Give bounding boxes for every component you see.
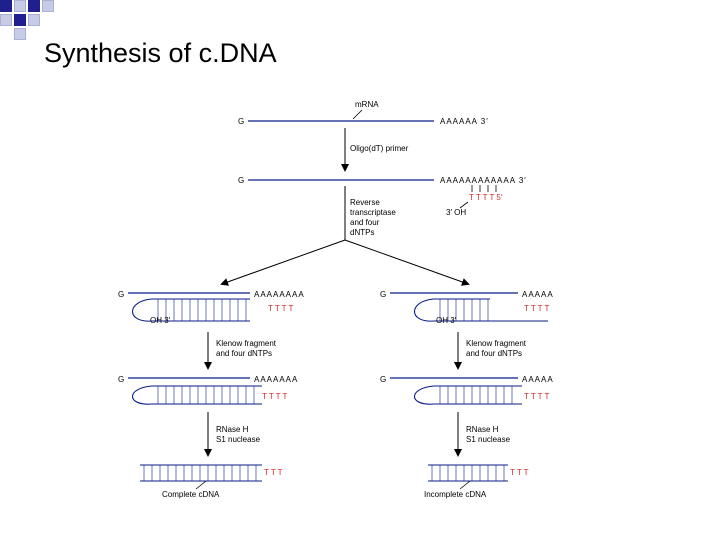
- left-poly-a-1: AAAAAAAA: [254, 290, 305, 299]
- mrna-pointer: [352, 109, 363, 120]
- left-klenow-1: Klenow fragment: [216, 339, 277, 348]
- right-hairpin-1: [414, 298, 548, 322]
- left-ttt-1: T T T T: [268, 304, 293, 313]
- left-final-ttt: T T T: [264, 468, 283, 477]
- three-oh-label: 3′ OH: [446, 208, 466, 217]
- g-label-right-1: G: [380, 290, 386, 299]
- right-klenow-1: Klenow fragment: [466, 339, 527, 348]
- left-hairpin-1: [132, 298, 250, 322]
- left-klenow-2: and four dNTPs: [216, 349, 272, 358]
- g-label-left-2: G: [118, 375, 124, 384]
- left-final-bonds: [143, 465, 257, 481]
- decor-square-3: [0, 14, 12, 26]
- primer-ttt: T T T T 5′: [469, 193, 503, 202]
- decor-square-1: [0, 0, 12, 12]
- branch-right: [344, 239, 470, 286]
- primer-bonds: [471, 185, 497, 192]
- right-rnase-2: S1 nuclease: [466, 435, 511, 444]
- right-final-ttt: T T T: [510, 468, 529, 477]
- g-label-left-1: G: [118, 290, 124, 299]
- rt-line-3: and four: [350, 218, 380, 227]
- decor-square-2: [14, 0, 26, 12]
- right-oh-1: OH 3′: [436, 316, 457, 325]
- complete-pointer: [195, 480, 207, 490]
- primer-pointer: [459, 201, 469, 209]
- rt-line-2: transcriptase: [350, 208, 396, 217]
- decor-square-7: [28, 0, 40, 12]
- left-oh-1: OH 3′: [150, 316, 171, 325]
- decor-square-6: [42, 0, 54, 12]
- left-hairpin-2: [132, 385, 262, 405]
- left-final-cdna: [140, 464, 262, 482]
- rt-line-1: Reverse: [350, 198, 380, 207]
- left-rnase-1: RNase H: [216, 425, 249, 434]
- poly-a-label-2: AAAAAAAAAAAA 3′: [440, 176, 527, 185]
- branch-left: [220, 239, 346, 286]
- incomplete-cdna-label: Incomplete cDNA: [424, 490, 487, 499]
- g-label-right-2: G: [380, 375, 386, 384]
- rt-line-4: dNTPs: [350, 228, 374, 237]
- right-bonds-1: [439, 299, 489, 321]
- incomplete-pointer: [459, 480, 471, 490]
- left-bonds-2: [157, 386, 255, 404]
- complete-cdna-label: Complete cDNA: [162, 490, 220, 499]
- right-final-bonds: [431, 465, 505, 481]
- right-ttt-2: T T T T: [524, 392, 549, 401]
- decor-square-4: [14, 14, 26, 26]
- right-bonds-2: [439, 386, 513, 404]
- left-bonds-1: [157, 299, 247, 321]
- mrna-label: mRNA: [355, 100, 379, 109]
- right-poly-a-1: AAAAA: [522, 290, 554, 299]
- poly-a-label-1: AAAAAA 3′: [440, 117, 489, 126]
- oligo-label: Oligo(dT) primer: [350, 144, 409, 153]
- right-rnase-1: RNase H: [466, 425, 499, 434]
- decor-square-8: [14, 28, 26, 40]
- g-label-2: G: [238, 176, 244, 185]
- g-label-1: G: [238, 117, 244, 126]
- left-poly-a-2: AAAAAAA: [254, 375, 298, 384]
- right-poly-a-2: AAAAA: [522, 375, 554, 384]
- right-final-cdna: [428, 464, 508, 482]
- decor-square-5: [28, 14, 40, 26]
- left-rnase-2: S1 nuclease: [216, 435, 261, 444]
- slide-title: Synthesis of c.DNA: [44, 38, 277, 68]
- right-klenow-2: and four dNTPs: [466, 349, 522, 358]
- right-hairpin-2: [414, 385, 522, 405]
- left-ttt-2: T T T T: [262, 392, 287, 401]
- right-ttt-1: T T T T: [524, 304, 549, 313]
